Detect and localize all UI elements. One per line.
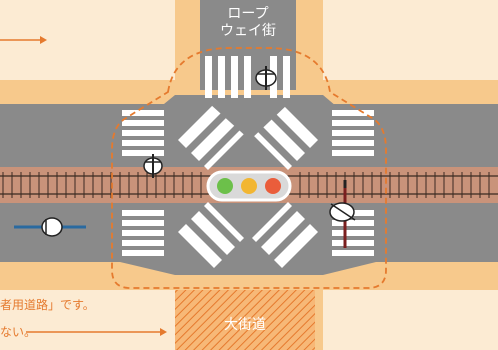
bicycle-icon — [255, 66, 277, 90]
top-street-label-line2: ウェイ街 — [220, 23, 276, 39]
restricted-zone-boundary — [111, 47, 387, 289]
rail-ties — [2, 172, 490, 198]
top-street-label: ロープ ウェイ街 — [200, 6, 296, 40]
bicycle-icon — [329, 180, 356, 248]
bicycle-icon — [143, 154, 163, 178]
crosswalk-diagonal-lower-left — [178, 202, 244, 268]
note-line-2: ない。 — [0, 325, 37, 339]
top-street-label-line1: ロープ — [227, 6, 269, 22]
crosswalk-west — [122, 110, 164, 256]
crosswalk-diagonal-upper-right — [252, 104, 318, 170]
arrow-right-icon — [0, 36, 47, 44]
traffic-lamp-yellow — [241, 178, 257, 194]
crosswalk-diagonal-lower-right — [252, 202, 318, 268]
traffic-lamp-green — [217, 178, 233, 194]
center-wedge — [210, 104, 288, 140]
note-line-1: 者用道路」です。 — [0, 298, 95, 312]
traffic-light-icon — [206, 170, 292, 202]
crosswalk-diagonal-upper-left — [178, 104, 244, 170]
bottom-street-hatched — [175, 290, 315, 350]
bicycle-icon — [14, 217, 86, 237]
arrow-right-icon — [26, 328, 167, 336]
bottom-street-label: 大街道 — [224, 317, 266, 333]
traffic-lamp-red — [265, 178, 281, 194]
